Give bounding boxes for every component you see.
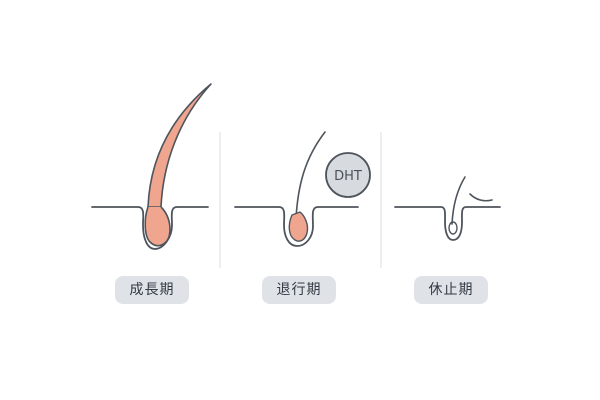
- stage-label-growth: 成長期: [115, 276, 189, 304]
- rest-skin-follicle: [394, 206, 501, 241]
- growth-skin-follicle: [91, 206, 209, 250]
- regression-stage-illustration: DHT: [234, 131, 371, 247]
- growth-hair-bulb: [145, 207, 171, 246]
- regression-hair-bulb: [288, 211, 309, 242]
- growth-stage-illustration: [91, 83, 212, 250]
- stage-label-regression: 退行期: [262, 276, 336, 304]
- rest-hair-stub: [451, 176, 466, 225]
- rest-hair-bulb: [448, 221, 458, 235]
- dht-badge-label: DHT: [334, 169, 362, 184]
- regression-skin-follicle: [234, 206, 359, 247]
- regression-hair-shaft: [295, 131, 326, 219]
- stage-label-rest: 休止期: [414, 276, 488, 304]
- growth-hair-shaft: [147, 83, 212, 208]
- rest-skin-flap: [469, 193, 493, 202]
- rest-stage-illustration: [394, 176, 501, 241]
- growth-bulb-outline: [144, 206, 171, 247]
- dht-badge: [325, 152, 371, 198]
